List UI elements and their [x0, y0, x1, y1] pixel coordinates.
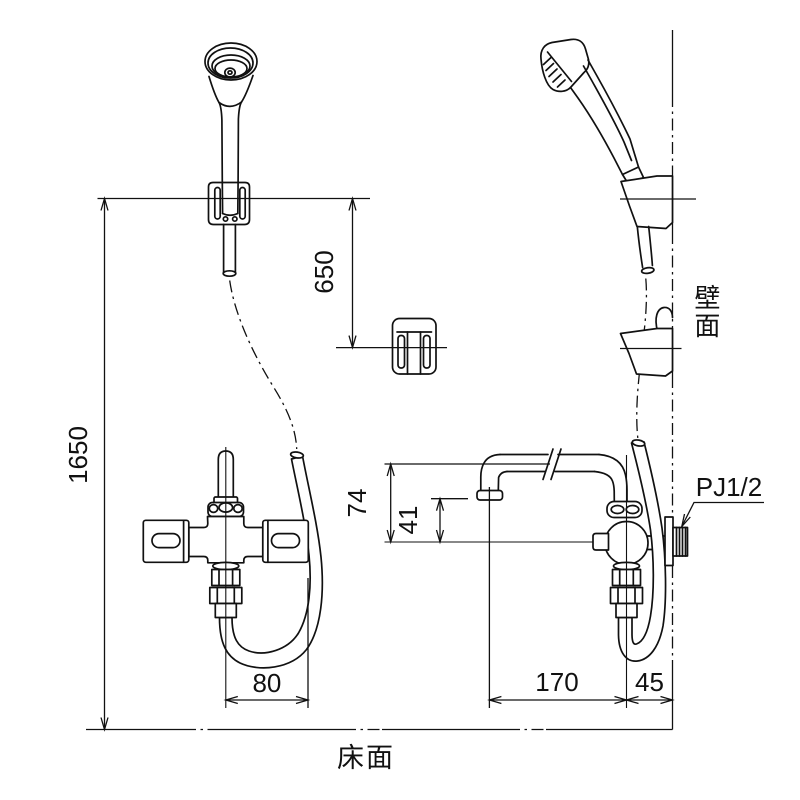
wall-flange: [664, 516, 674, 567]
check-knob: [592, 532, 610, 551]
hanger-hook-side: [655, 306, 674, 332]
side-view: [384, 38, 696, 708]
dim-text-80: 80: [252, 668, 281, 698]
dim-1650: 1650: [63, 196, 370, 732]
lower-hanger-front: [391, 317, 437, 375]
dim-41: 41: [393, 496, 468, 545]
dim-text-41: 41: [393, 506, 423, 535]
dim-170-45: 170 45: [487, 487, 675, 708]
dim-74: 74: [342, 461, 550, 545]
lower-hanger-side: [619, 327, 674, 377]
dim-text-74: 74: [342, 489, 372, 518]
dim-650: 650: [309, 196, 447, 350]
dim-text-650: 650: [309, 250, 339, 293]
dim-text-45: 45: [635, 667, 664, 697]
front-view: [142, 42, 437, 708]
dim-text-170: 170: [535, 667, 578, 697]
hose-centerline-side: [636, 278, 648, 439]
shower-head-side: [540, 38, 645, 185]
hose-end-cap: [289, 451, 305, 459]
dim-80: 80: [223, 578, 311, 708]
shower-hanger-side: [620, 175, 674, 230]
hose-centerline-front: [229, 280, 298, 450]
wall-surface-label: 壁面: [690, 284, 721, 340]
shower-head-front: [204, 42, 258, 217]
dim-text-1650: 1650: [63, 426, 93, 484]
pj-leader: PJ1/2: [680, 472, 764, 529]
shower-hanger-front: [207, 181, 251, 278]
spout-side: [476, 448, 628, 503]
floor-surface-label: 床面: [337, 743, 395, 773]
thread-callout: PJ1/2: [696, 472, 763, 502]
